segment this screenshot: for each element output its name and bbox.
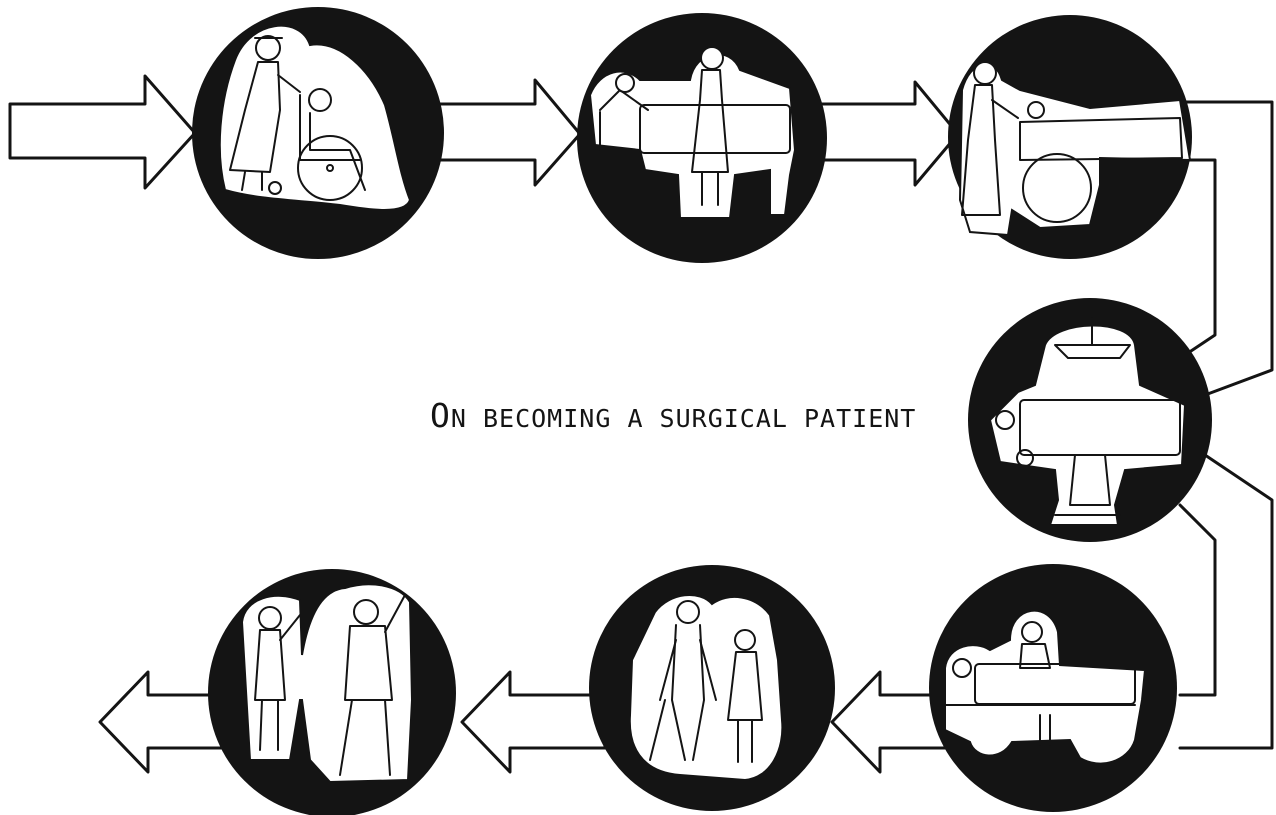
arrow-stage6-to-stage7 — [462, 672, 605, 772]
entry-arrow — [10, 76, 195, 188]
stage-3-transport — [948, 15, 1192, 259]
arrow-stage2-to-stage3 — [815, 82, 958, 185]
stage-7-discharge — [208, 569, 456, 815]
stage-6-ambulation — [589, 565, 835, 811]
arrow-stage3-to-stage4-outer — [1180, 102, 1272, 395]
stage-4-operating-room — [968, 298, 1212, 542]
arrow-stage4-to-stage5-inner — [1180, 505, 1215, 695]
stage-2-ward — [577, 13, 827, 263]
arrow-stage1-to-stage2 — [430, 80, 580, 185]
title-text: N BECOMING A SURGICAL PATIENT — [451, 404, 917, 433]
stage-1-admission — [192, 7, 444, 259]
title-initial: O — [430, 396, 451, 435]
arrow-stage4-to-stage5-outer — [1180, 455, 1272, 748]
diagram-title: ON BECOMING A SURGICAL PATIENT — [430, 396, 916, 435]
arrow-stage3-to-stage4-inner — [1180, 160, 1215, 355]
stage-5-recovery — [929, 564, 1177, 812]
arrow-stage5-to-stage6 — [832, 672, 945, 772]
